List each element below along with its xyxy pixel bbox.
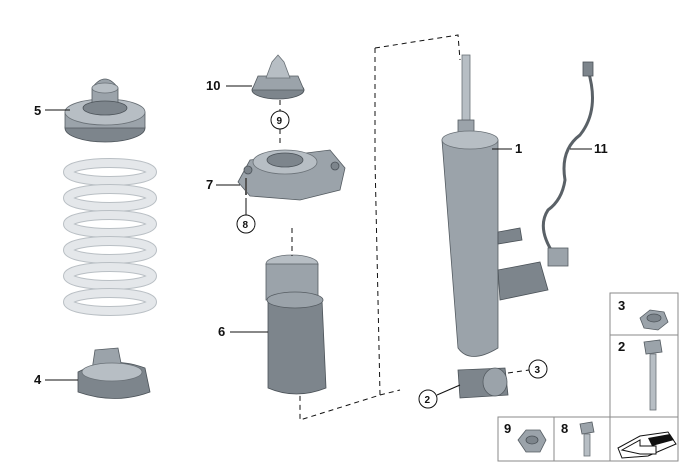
callout-3-circle: 3 xyxy=(507,359,548,379)
callout-9-circle: 9 xyxy=(270,100,290,145)
direction-arrow-icon xyxy=(620,439,657,455)
svg-text:8: 8 xyxy=(243,220,249,231)
svg-text:3: 3 xyxy=(535,365,541,376)
callout-4: 4 xyxy=(34,372,42,387)
legend-box-2: 2 xyxy=(609,334,679,418)
assembly-dashed-outline-right xyxy=(379,389,401,396)
svg-text:9: 9 xyxy=(504,421,511,436)
svg-text:2: 2 xyxy=(425,395,431,406)
sensor-cable xyxy=(541,61,594,267)
top-mount-cap xyxy=(251,54,305,100)
callout-10: 10 xyxy=(206,78,220,93)
callout-7: 7 xyxy=(206,177,213,192)
callout-8-circle: 8 xyxy=(236,198,256,234)
callout-11: 11 xyxy=(594,141,608,156)
upper-spring-seat xyxy=(64,78,146,143)
dust-boot xyxy=(265,228,327,395)
legend-box-3: 3 xyxy=(609,292,679,336)
shock-absorber xyxy=(441,54,549,399)
legend-box-8: 8 xyxy=(553,416,611,462)
coil-spring xyxy=(63,158,157,316)
assembly-dashed-outline xyxy=(299,34,461,421)
legend-box-9: 9 xyxy=(497,416,555,462)
callout-5: 5 xyxy=(34,103,41,118)
lower-spring-seat xyxy=(77,347,151,399)
legend-box-arrow xyxy=(609,416,679,462)
callout-1: 1 xyxy=(515,141,522,156)
svg-text:8: 8 xyxy=(561,421,568,436)
strut-top-mount xyxy=(237,149,346,201)
svg-text:2: 2 xyxy=(618,339,625,354)
callout-6: 6 xyxy=(218,324,225,339)
callout-2-circle: 2 xyxy=(418,384,461,409)
svg-text:3: 3 xyxy=(618,298,625,313)
svg-text:9: 9 xyxy=(277,116,283,127)
